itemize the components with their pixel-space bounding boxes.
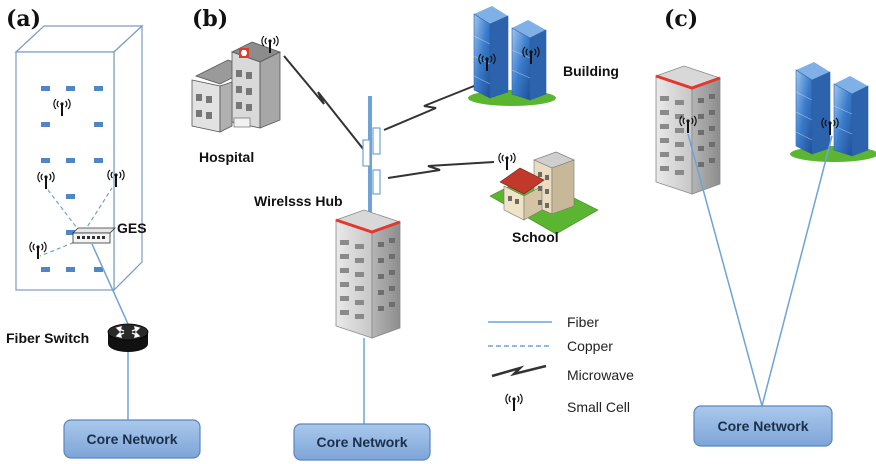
glass-building-c — [789, 61, 876, 163]
school-building — [489, 151, 599, 235]
hub-tower-building — [334, 208, 402, 340]
antenna-icon — [497, 152, 517, 171]
legend-microwave-label: Microwave — [567, 367, 634, 383]
legend-copper-label: Copper — [567, 338, 613, 354]
microwave-links-b — [283, 55, 495, 179]
core-network-label-c: Core Network — [717, 418, 808, 434]
legend-fiber-label: Fiber — [567, 314, 599, 330]
core-network-box-c: Core Network — [693, 405, 833, 447]
ges-label: GES — [117, 220, 147, 236]
wireless-hub-mast — [362, 96, 381, 226]
floor-tiles — [41, 86, 103, 272]
router-icon — [107, 323, 149, 352]
panel-a: (a) — [6, 6, 201, 459]
panel-b-label: (b) — [192, 6, 228, 32]
antenna-icon — [504, 393, 524, 412]
fiber-links-c — [687, 133, 833, 407]
ethernet-switch-icon — [72, 227, 116, 244]
hospital-label: Hospital — [199, 149, 254, 165]
fiber-switch-label: Fiber Switch — [6, 330, 89, 346]
panel-c-label: (c) — [664, 6, 698, 32]
core-network-label-a: Core Network — [86, 431, 177, 447]
panel-c: (c) Core Network — [654, 6, 876, 447]
legend-microwave-swatch — [491, 364, 547, 378]
school-label: School — [512, 229, 559, 245]
glass-building-b — [467, 5, 557, 107]
enterprise-building — [14, 24, 144, 292]
legend: Fiber Copper Microwave Small Cell — [488, 314, 634, 415]
panel-b: (b) Hospital Building — [191, 5, 634, 461]
core-network-box-a: Core Network — [63, 419, 201, 459]
hospital-building — [191, 41, 282, 133]
building-label: Building — [563, 63, 619, 79]
legend-small-cell-label: Small Cell — [567, 399, 630, 415]
panel-a-label: (a) — [6, 6, 41, 32]
core-network-label-b: Core Network — [316, 434, 407, 450]
wireless-hub-label: Wirelsss Hub — [254, 193, 343, 209]
core-network-box-b: Core Network — [293, 423, 431, 461]
fiber-link-a-ges — [91, 243, 129, 325]
